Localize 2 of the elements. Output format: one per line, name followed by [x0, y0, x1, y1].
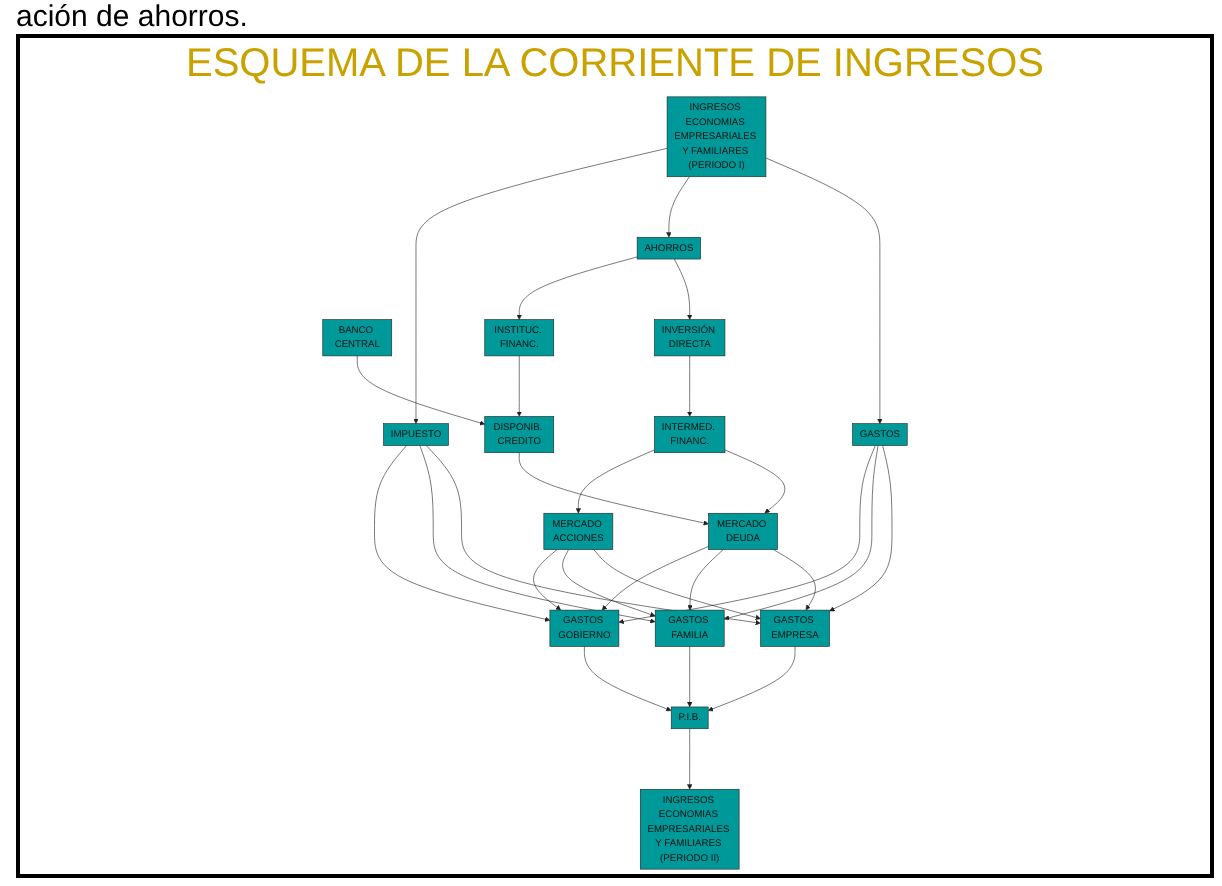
page-text: ación de ahorros.: [16, 0, 248, 34]
diagram-title: ESQUEMA DE LA CORRIENTE DE INGRESOS: [184, 40, 1046, 90]
